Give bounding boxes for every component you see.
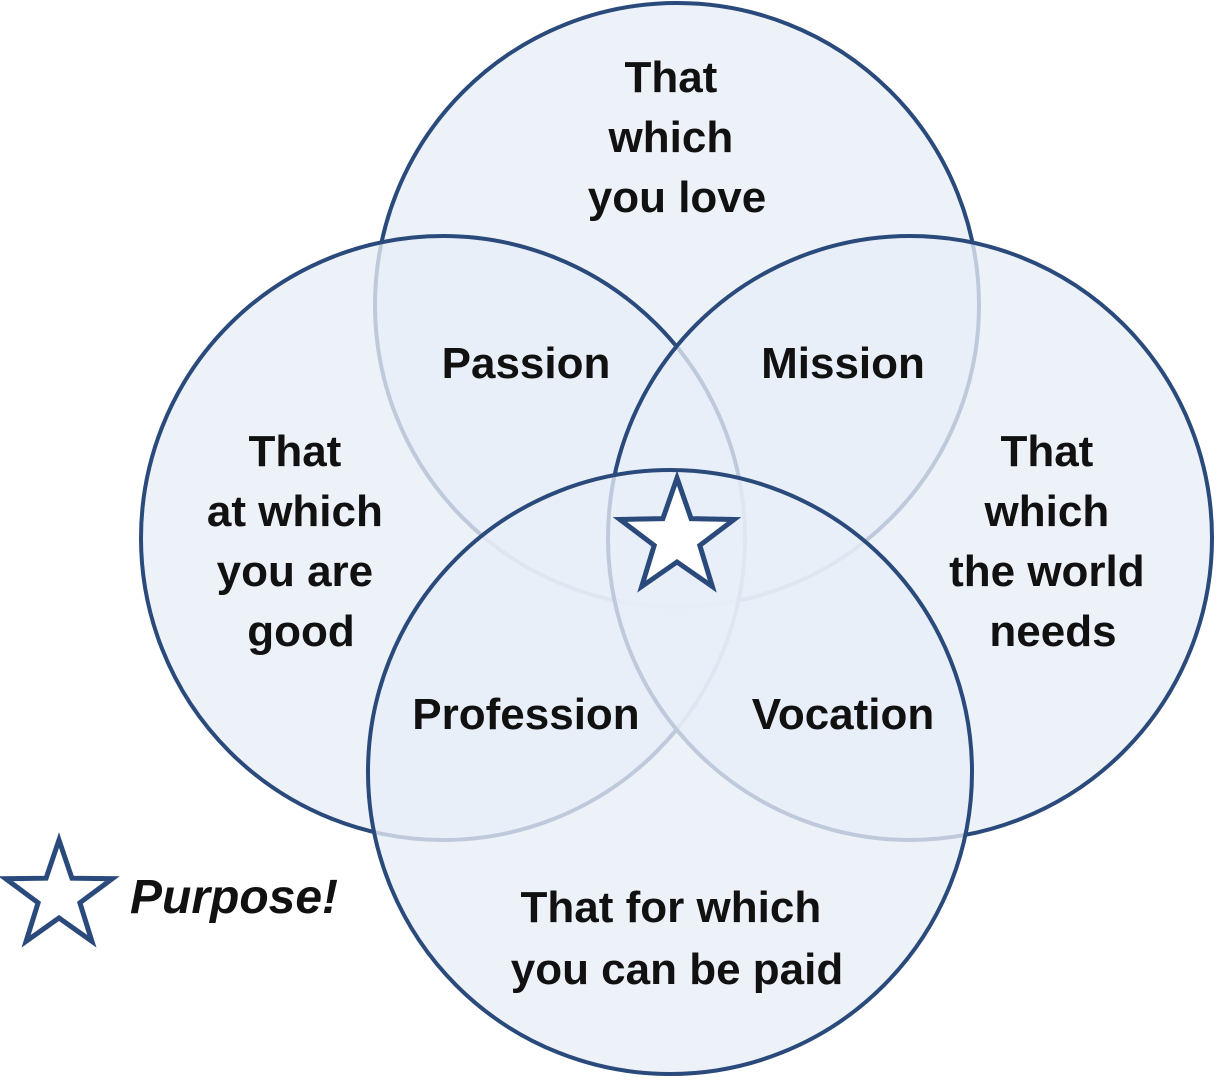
legend-label: Purpose! (130, 871, 338, 924)
label-love: That which you love (588, 53, 767, 222)
star-icon (612, 470, 742, 593)
label-paid-line: That for which (521, 883, 822, 932)
circle-paid (366, 468, 974, 1076)
label-paid-line: you can be paid (511, 945, 844, 994)
label-good-line: good (247, 607, 355, 656)
label-world-line: the world (949, 547, 1145, 596)
label-love-line: you love (588, 173, 767, 222)
label-world-line: which (984, 487, 1110, 536)
label-good: That at which you are good (207, 427, 395, 656)
label-mission: Mission (761, 339, 925, 388)
label-good-line: at which (207, 487, 383, 536)
label-love-line: which (608, 113, 734, 162)
star-icon (0, 832, 120, 948)
label-good-line: you are (217, 547, 374, 596)
label-world: That which the world needs (949, 427, 1157, 656)
label-vocation: Vocation (752, 690, 935, 739)
label-world-line: That (1000, 427, 1093, 476)
label-passion: Passion (442, 339, 611, 388)
legend: Purpose! (0, 832, 338, 948)
label-love-line: That (624, 53, 717, 102)
label-paid: That for which you can be paid (511, 883, 844, 994)
label-profession: Profession (412, 690, 639, 739)
label-good-line: That (248, 427, 341, 476)
label-world-line: needs (989, 607, 1116, 656)
circle-group (139, 1, 1214, 1076)
